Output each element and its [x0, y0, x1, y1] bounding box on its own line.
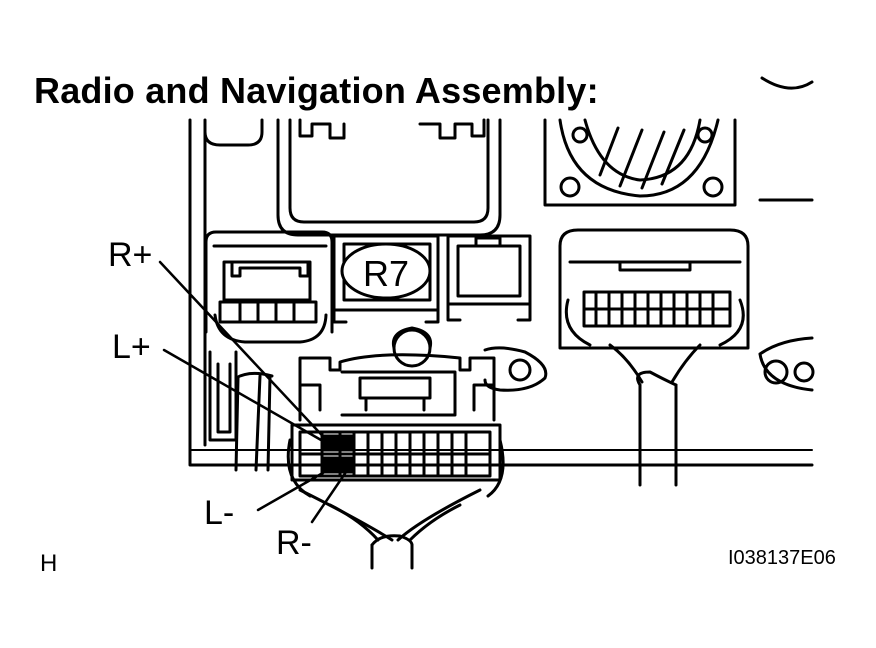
l-plus-leader [162, 348, 330, 446]
figure-code: I038137E06 [728, 547, 836, 569]
left-upper-connector [204, 230, 334, 344]
l-plus-label: L+ [112, 328, 151, 366]
top-right-fragment [760, 76, 814, 90]
modular-jack-socket [446, 234, 532, 322]
r7-connector-badge [340, 242, 432, 300]
center-module [276, 118, 502, 237]
l-minus-leader [256, 468, 330, 512]
r-plus-leader [158, 260, 334, 448]
speaker-output-connector [286, 353, 505, 542]
left-lower-wires [208, 350, 274, 472]
r-plus-label: R+ [108, 236, 153, 274]
corner-letter: H [40, 550, 58, 577]
fan-assembly [543, 118, 737, 207]
leader-lines [158, 260, 348, 524]
right-wire-bundle [608, 343, 702, 487]
l-minus-pin [320, 456, 340, 474]
right-mounting-ear [758, 336, 815, 392]
r7-connector-label: R7 [363, 253, 409, 294]
l-plus-pin [338, 434, 354, 452]
r-minus-label: R- [276, 524, 312, 562]
lower-wire-bundle [328, 503, 462, 570]
r-minus-pin [338, 456, 354, 474]
l-minus-label: L- [204, 494, 235, 532]
diagram-title: Radio and Navigation Assembly: [34, 70, 599, 111]
right-connector [558, 228, 750, 350]
r-minus-leader [310, 470, 348, 524]
